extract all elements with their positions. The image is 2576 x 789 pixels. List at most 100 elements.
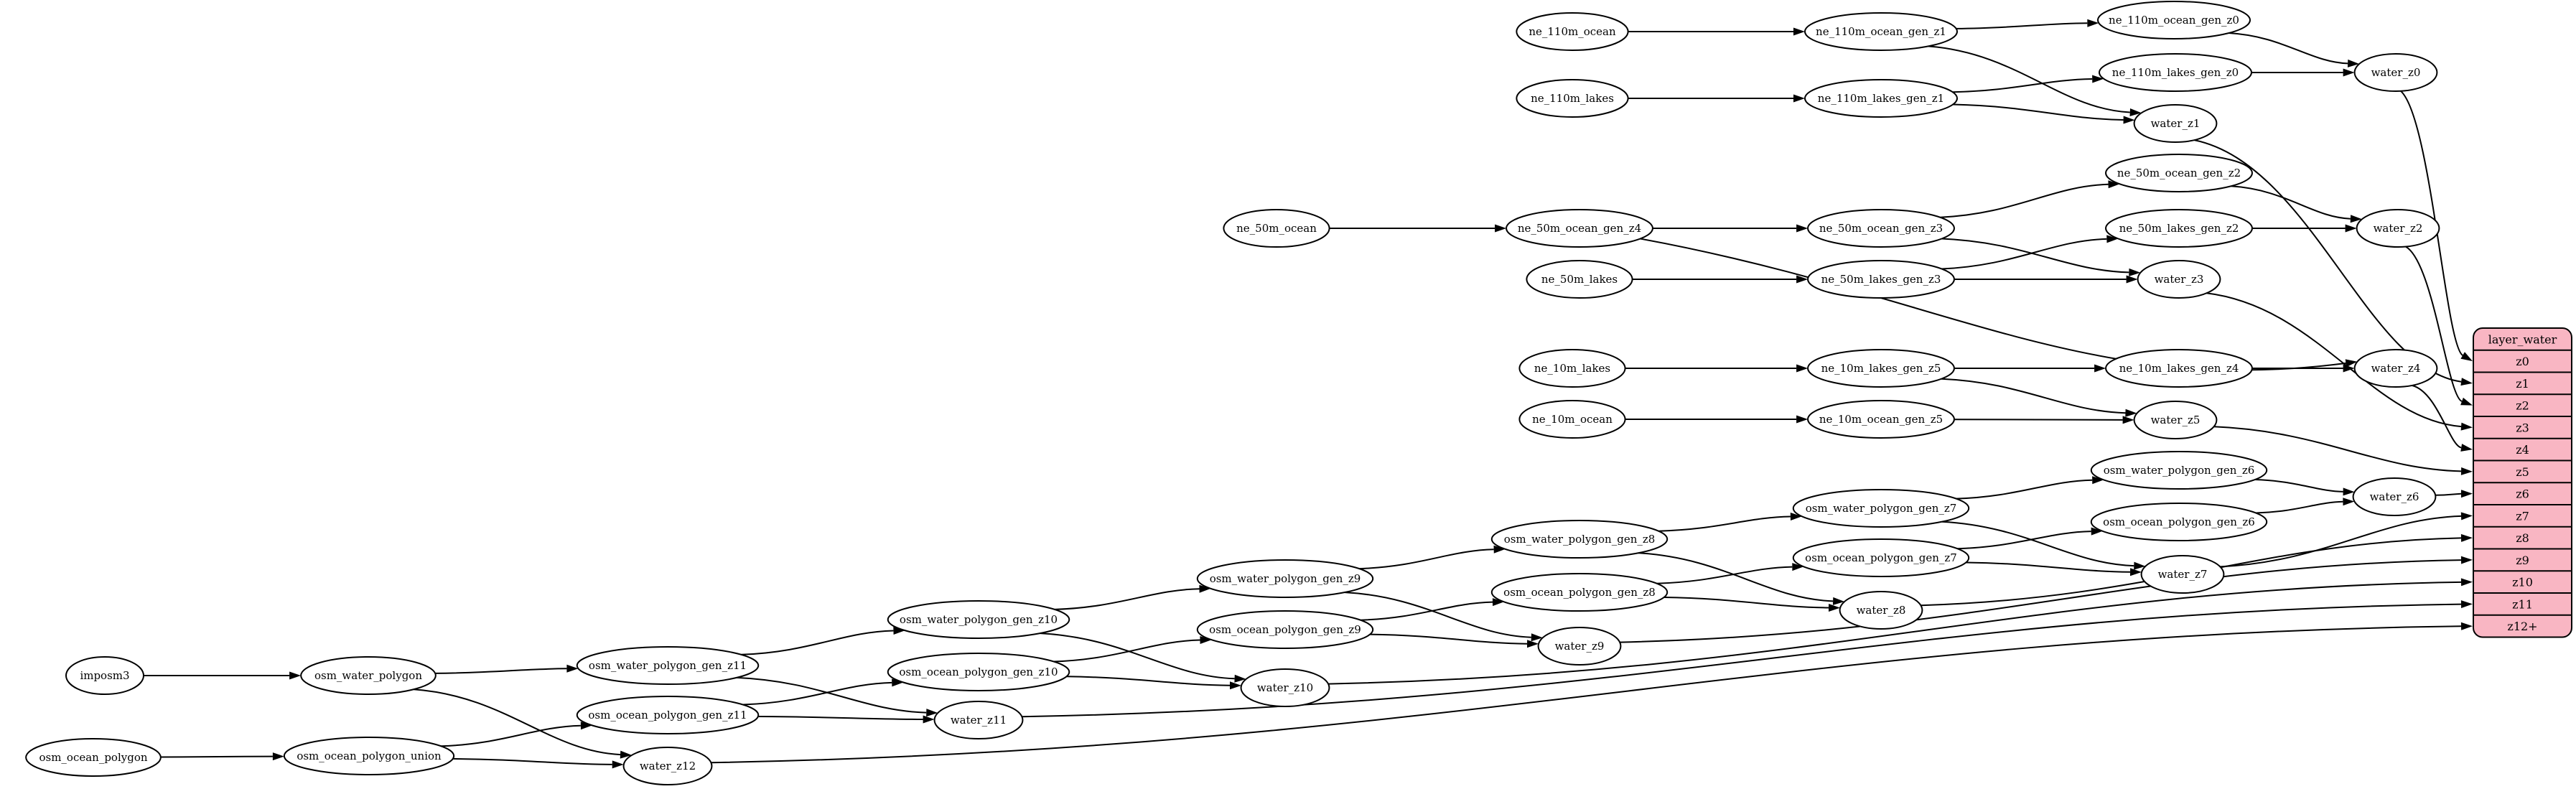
arrowhead-water_z12-to-layer_water-z12+ — [2460, 622, 2473, 630]
node-label-osm_ocean_polygon_gen_z8: osm_ocean_polygon_gen_z8 — [1503, 586, 1656, 599]
arrowhead-water_z0-to-layer_water-z0 — [2460, 352, 2473, 362]
node-label-osm_water_polygon: osm_water_polygon — [314, 669, 422, 682]
edge-ne_50m_ocean_gen_z3-to-ne_50m_ocean_gen_z2 — [1940, 183, 2109, 218]
arrowhead-ne_50m_lakes_gen_z2-to-water_z2 — [2345, 224, 2357, 233]
node-ellipse-water_z5 — [2133, 401, 2218, 439]
edge-osm_water_polygon_gen_z6-to-water_z6 — [2254, 479, 2343, 492]
node-ellipse-osm_water_polygon_gen_z8 — [1490, 520, 1669, 559]
node-label-osm_ocean_polygon_gen_z9: osm_ocean_polygon_gen_z9 — [1209, 623, 1361, 636]
node-label-ne_10m_ocean_gen_z5: ne_10m_ocean_gen_z5 — [1819, 413, 1943, 426]
node-ellipse-ne_50m_ocean_gen_z2 — [2105, 154, 2253, 192]
arrowhead-osm_ocean_polygon_gen_z9-to-water_z9 — [1527, 640, 1539, 648]
edge-osm_water_polygon_gen_z7-to-water_z7 — [1942, 520, 2134, 567]
arrowhead-osm_ocean_polygon_gen_z8-to-osm_ocean_polygon_gen_z7 — [1792, 563, 1804, 571]
node-label-osm_ocean_polygon_gen_z6: osm_ocean_polygon_gen_z6 — [2103, 515, 2255, 528]
arrowhead-osm_water_polygon_gen_z10-to-water_z10 — [1234, 674, 1246, 683]
node-label-ne_110m_ocean_gen_z0: ne_110m_ocean_gen_z0 — [2109, 14, 2239, 27]
node-ellipse-ne_50m_ocean — [1223, 209, 1330, 248]
arrowhead-ne_10m_lakes_gen_z5-to-ne_10m_lakes_gen_z4 — [2094, 364, 2106, 373]
node-ellipse-osm_ocean_polygon_gen_z9 — [1196, 610, 1374, 649]
arrowhead-ne_110m_lakes-to-ne_110m_lakes_gen_z1 — [1793, 94, 1805, 103]
node-water_z0: water_z0 — [2353, 53, 2438, 92]
arrowhead-ne_110m_ocean_gen_z0-to-water_z0 — [2347, 59, 2360, 67]
node-ellipse-ne_110m_ocean_gen_z1 — [1804, 12, 1958, 51]
edge-osm_ocean_polygon_gen_z9-to-osm_ocean_polygon_gen_z8 — [1360, 601, 1493, 621]
node-imposm3: imposm3 — [65, 656, 144, 695]
node-osm_water_polygon_gen_z8: osm_water_polygon_gen_z8 — [1490, 520, 1669, 559]
node-label-water_z6: water_z6 — [2370, 490, 2419, 503]
node-ellipse-water_z2 — [2356, 209, 2440, 248]
node-label-ne_110m_lakes_gen_z0: ne_110m_lakes_gen_z0 — [2112, 66, 2239, 79]
node-ne_110m_ocean_gen_z0: ne_110m_ocean_gen_z0 — [2097, 1, 2251, 39]
node-ellipse-imposm3 — [65, 656, 144, 695]
node-label-ne_50m_lakes: ne_50m_lakes — [1541, 273, 1618, 286]
edge-osm_ocean_polygon_gen_z11-to-osm_ocean_polygon_gen_z10 — [742, 681, 892, 706]
edge-osm_ocean_polygon_union-to-osm_ocean_polygon_gen_z11 — [441, 724, 581, 747]
node-ellipse-water_z12 — [622, 747, 713, 785]
node-label-ne_50m_ocean_gen_z3: ne_50m_ocean_gen_z3 — [1819, 222, 1943, 235]
node-label-osm_ocean_polygon: osm_ocean_polygon — [39, 751, 147, 764]
edge-water_z9-to-layer_water-z9 — [1620, 559, 2462, 643]
node-label-osm_water_polygon_gen_z10: osm_water_polygon_gen_z10 — [900, 613, 1058, 626]
node-ellipse-ne_10m_ocean — [1518, 400, 1626, 439]
node-water_z6: water_z6 — [2352, 477, 2437, 516]
node-osm_ocean_polygon_gen_z8: osm_ocean_polygon_gen_z8 — [1490, 573, 1669, 612]
node-ellipse-ne_110m_lakes_gen_z0 — [2099, 53, 2252, 92]
edge-osm_ocean_polygon_gen_z7-to-water_z7 — [1966, 561, 2131, 573]
node-water_z3: water_z3 — [2137, 260, 2221, 299]
arrowhead-ne_10m_ocean-to-ne_10m_ocean_gen_z5 — [1796, 415, 1809, 424]
node-ne_10m_lakes_gen_z4: ne_10m_lakes_gen_z4 — [2105, 349, 2253, 388]
node-ellipse-water_z1 — [2133, 104, 2218, 143]
node-ellipse-osm_ocean_polygon_gen_z6 — [2090, 503, 2268, 541]
arrowhead-ne_110m_lakes_gen_z1-to-ne_110m_lakes_gen_z0 — [2092, 75, 2104, 83]
arrowhead-water_z4-to-layer_water-z4 — [2460, 444, 2473, 452]
node-ellipse-ne_110m_ocean_gen_z0 — [2097, 1, 2251, 39]
node-ne_110m_lakes: ne_110m_lakes — [1516, 79, 1629, 118]
arrowhead-osm_ocean_polygon_gen_z11-to-water_z11 — [923, 715, 935, 724]
arrowhead-water_z10-to-layer_water-z10 — [2460, 578, 2473, 587]
arrowhead-water_z5-to-layer_water-z5 — [2460, 467, 2473, 475]
node-label-ne_10m_lakes_gen_z4: ne_10m_lakes_gen_z4 — [2119, 362, 2239, 375]
node-label-ne_50m_ocean_gen_z2: ne_50m_ocean_gen_z2 — [2117, 167, 2241, 179]
edge-water_z3-to-layer_water-z3 — [2206, 292, 2462, 428]
node-osm_ocean_polygon_gen_z6: osm_ocean_polygon_gen_z6 — [2090, 503, 2268, 541]
node-water_z7: water_z7 — [2140, 555, 2225, 594]
node-label-ne_50m_ocean: ne_50m_ocean — [1236, 222, 1317, 235]
node-ellipse-osm_ocean_polygon_union — [283, 737, 455, 775]
node-label-ne_50m_lakes_gen_z2: ne_50m_lakes_gen_z2 — [2119, 222, 2239, 235]
node-ellipse-water_z11 — [933, 701, 1024, 739]
node-ne_50m_lakes_gen_z3: ne_50m_lakes_gen_z3 — [1807, 260, 1955, 299]
node-ellipse-ne_50m_lakes — [1526, 260, 1633, 299]
node-label-osm_ocean_polygon_gen_z11: osm_ocean_polygon_gen_z11 — [588, 709, 747, 722]
node-ellipse-ne_50m_lakes_gen_z3 — [1807, 260, 1955, 299]
edge-osm_ocean_polygon_gen_z10-to-osm_ocean_polygon_gen_z9 — [1053, 639, 1200, 663]
node-label-osm_ocean_polygon_union: osm_ocean_polygon_union — [297, 750, 442, 762]
table-row-z4: z4 — [2516, 443, 2529, 457]
edge-osm_ocean_polygon_union-to-water_z12 — [452, 757, 612, 765]
edge-osm_ocean_polygon_gen_z11-to-water_z11 — [757, 716, 923, 720]
arrowhead-ne_50m_ocean_gen_z2-to-water_z2 — [2350, 215, 2362, 223]
node-ne_110m_ocean: ne_110m_ocean — [1516, 12, 1629, 51]
edge-water_z12-to-layer_water-z12+ — [711, 625, 2462, 764]
node-label-ne_110m_ocean: ne_110m_ocean — [1529, 25, 1616, 38]
edge-ne_110m_ocean_gen_z0-to-water_z0 — [2229, 32, 2348, 65]
edge-ne_50m_lakes_gen_z3-to-ne_50m_lakes_gen_z2 — [1941, 238, 2107, 270]
node-ellipse-water_z4 — [2353, 349, 2438, 388]
node-ne_50m_ocean_gen_z2: ne_50m_ocean_gen_z2 — [2105, 154, 2253, 192]
arrowhead-ne_10m_lakes_gen_z4-to-water_z4 — [2343, 364, 2355, 373]
node-label-osm_water_polygon_gen_z6: osm_water_polygon_gen_z6 — [2104, 464, 2255, 477]
edge-osm_water_polygon_gen_z11-to-osm_water_polygon_gen_z10 — [741, 630, 894, 655]
node-label-water_z5: water_z5 — [2151, 414, 2201, 426]
arrowhead-water_z11-to-layer_water-z11 — [2460, 600, 2473, 609]
node-water_z4: water_z4 — [2353, 349, 2438, 388]
node-ne_50m_ocean_gen_z3: ne_50m_ocean_gen_z3 — [1807, 209, 1955, 248]
edge-water_z4-to-layer_water-z4 — [2412, 384, 2462, 449]
node-water_z10: water_z10 — [1240, 668, 1330, 707]
edge-water_z5-to-layer_water-z5 — [2213, 426, 2462, 472]
node-osm_water_polygon_gen_z10: osm_water_polygon_gen_z10 — [887, 600, 1070, 639]
node-ellipse-osm_ocean_polygon_gen_z8 — [1490, 573, 1669, 612]
arrowhead-water_z9-to-layer_water-z9 — [2460, 556, 2473, 564]
node-ellipse-osm_water_polygon_gen_z7 — [1792, 489, 1970, 528]
arrowhead-osm_ocean_polygon_gen_z8-to-water_z8 — [1829, 604, 1841, 612]
node-osm_water_polygon_gen_z6: osm_water_polygon_gen_z6 — [2090, 451, 2268, 490]
